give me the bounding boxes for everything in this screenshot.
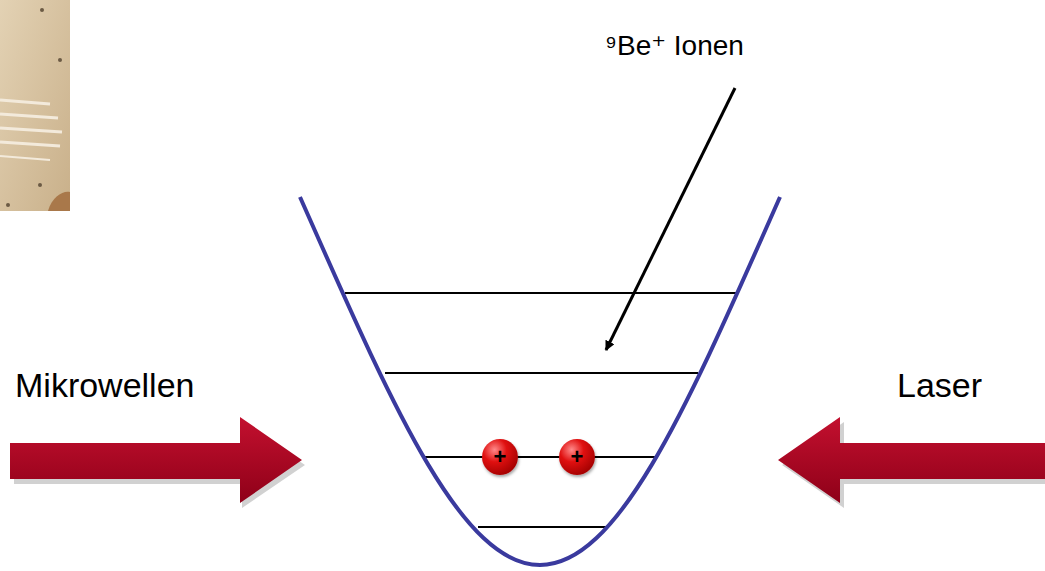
ion-sphere: +: [559, 439, 595, 475]
ion-sphere: +: [482, 439, 518, 475]
charge-sign: +: [494, 446, 507, 468]
laser-label: Laser: [897, 366, 982, 405]
ion-label: ⁹Be⁺ Ionen: [605, 30, 744, 62]
leader-arrow: [606, 88, 735, 350]
microwave-label: Mikrowellen: [15, 366, 195, 405]
chip-photo: [0, 0, 70, 211]
microwave-arrow: [10, 417, 305, 508]
laser-arrow: [778, 417, 1045, 508]
potential-parabola: [300, 197, 780, 565]
energy-levels: [345, 293, 737, 527]
charge-sign: +: [571, 446, 584, 468]
